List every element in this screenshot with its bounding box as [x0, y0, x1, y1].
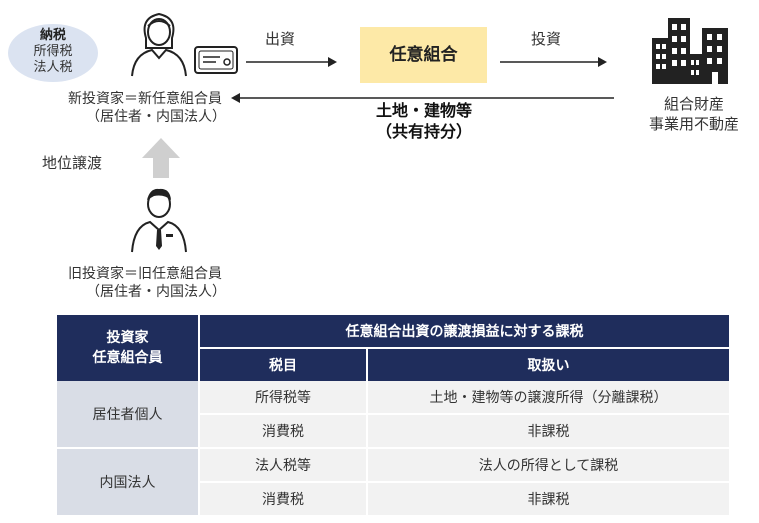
old-investor-label: 旧投資家＝旧任意組合員: [68, 266, 222, 282]
col-header-tax: 税目: [200, 347, 368, 381]
tax-bubble: 納税 所得税 法人税: [8, 24, 98, 82]
treatment-cell: 土地・建物等の譲渡所得（分離課税）: [368, 381, 729, 415]
female-investor-icon: [131, 12, 187, 77]
new-investor-sub: （居住者・内国法人）: [86, 109, 226, 125]
male-investor-icon: [131, 188, 187, 253]
assets-label: 組合財産 事業用不動産: [640, 94, 748, 134]
certificate-icon: [194, 46, 238, 74]
old-investor-sub: （居住者・内国法人）: [86, 284, 226, 300]
investment-label: 出資: [265, 30, 296, 48]
new-investor-label: 新投資家＝新任意組合員: [68, 91, 222, 107]
table-row: 消費税 非課税: [57, 483, 729, 517]
investment-arrow: [246, 57, 337, 67]
land-share-arrow: [231, 93, 614, 103]
invest-label: 投資: [531, 30, 562, 48]
group-label-corporation: 内国法人: [57, 449, 200, 517]
up-arrow-icon: [142, 138, 180, 178]
group-label-individual: 居住者個人: [57, 381, 200, 449]
col-header-treatment: 取扱い: [368, 347, 729, 381]
assets-line1: 組合財産: [663, 95, 724, 113]
tax-cell: 消費税: [200, 483, 368, 517]
corner-line1: 投資家: [106, 330, 149, 346]
table-row: 消費税 非課税: [57, 415, 729, 449]
table-corner-header: 投資家 任意組合員: [57, 315, 200, 381]
table-row: 内国法人 法人税等 法人の所得として課税: [57, 449, 729, 517]
tax-cell: 所得税等: [200, 381, 368, 415]
treatment-cell: 非課税: [368, 415, 729, 449]
treatment-cell: 非課税: [368, 483, 729, 517]
tax-bubble-income-tax: 所得税: [33, 44, 73, 59]
tax-cell: 法人税等: [200, 449, 368, 483]
treatment-cell: 法人の所得として課税: [368, 449, 729, 483]
invest-arrow: [500, 57, 607, 67]
tax-cell: 消費税: [200, 415, 368, 449]
tax-bubble-corporate-tax: 法人税: [33, 60, 73, 75]
corner-line2: 任意組合員: [92, 350, 163, 366]
assets-line2: 事業用不動産: [648, 115, 739, 133]
land-share-line1: 土地・建物等: [376, 101, 473, 120]
land-share-line2: （共有持分）: [376, 122, 473, 141]
buildings-icon: [652, 18, 728, 84]
table-title: 任意組合出資の譲渡損益に対する課税: [200, 315, 729, 347]
tax-table: 投資家 任意組合員 任意組合出資の譲渡損益に対する課税 税目 取扱い 居住者個人…: [57, 315, 729, 517]
partnership-box: 任意組合: [360, 27, 487, 83]
table-row: 居住者個人 所得税等 土地・建物等の譲渡所得（分離課税）: [57, 381, 729, 449]
tax-bubble-title: 納税: [39, 28, 66, 43]
land-share-label: 土地・建物等 （共有持分）: [376, 100, 472, 142]
transfer-label: 地位譲渡: [42, 154, 103, 172]
